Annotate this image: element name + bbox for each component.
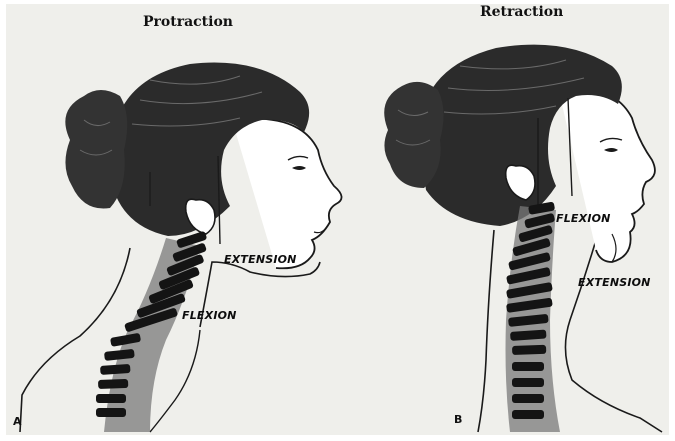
retraction-flexion-label: FLEXION (556, 212, 611, 225)
protraction-title: Protraction (143, 14, 233, 30)
retraction-extension-label: EXTENSION (578, 276, 651, 289)
panel-a-letter: A (13, 415, 22, 428)
protraction-vertebra (96, 408, 126, 417)
protraction-vertebra (98, 379, 128, 389)
retraction-title: Retraction (480, 4, 563, 20)
retraction-vertebra (512, 362, 544, 371)
retraction-vertebra (512, 394, 544, 403)
panel-b-letter: B (454, 413, 462, 426)
protraction-flexion-label: FLEXION (182, 309, 237, 322)
retraction-vertebra (512, 410, 544, 419)
retraction-vertebra (512, 345, 546, 355)
retraction-vertebra (512, 378, 544, 387)
protraction-extension-label: EXTENSION (224, 253, 297, 266)
protraction-hair-bun (65, 90, 127, 209)
protraction-vertebra (96, 394, 126, 403)
